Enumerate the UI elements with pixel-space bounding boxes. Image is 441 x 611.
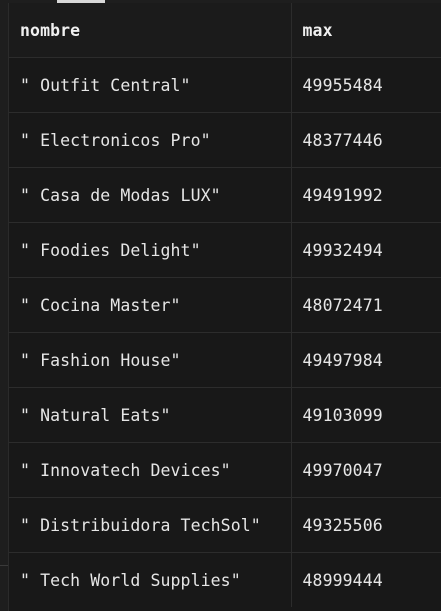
cell-nombre[interactable]: " Innovatech Devices" — [9, 442, 292, 498]
cell-max[interactable]: 49491992 — [291, 167, 441, 223]
cell-nombre[interactable]: " Casa de Modas LUX" — [9, 167, 292, 223]
table-row[interactable]: " Innovatech Devices" 49970047 — [9, 442, 441, 498]
result-table: nombre max " Outfit Central" 49955484 " … — [9, 3, 441, 607]
table-row[interactable]: " Fashion House" 49497984 — [9, 332, 441, 388]
cell-nombre[interactable]: " Outfit Central" — [9, 57, 292, 113]
table-row[interactable]: " Natural Eats" 49103099 — [9, 387, 441, 443]
cell-max[interactable]: 49955484 — [291, 57, 441, 113]
cell-max[interactable]: 49103099 — [291, 387, 441, 443]
cell-nombre[interactable]: " Natural Eats" — [9, 387, 292, 443]
active-tab-indicator — [57, 0, 105, 3]
cell-max[interactable]: 48999444 — [302, 570, 383, 590]
header-row: nombre max — [9, 3, 441, 58]
cell-max[interactable]: 48072471 — [291, 277, 441, 333]
cell-nombre[interactable]: " Tech World Supplies" — [9, 552, 292, 607]
cell-nombre[interactable]: " Foodies Delight" — [9, 222, 292, 278]
cell-max[interactable]: 49932494 — [291, 222, 441, 278]
table-row[interactable]: " Cocina Master" 48072471 — [9, 277, 441, 333]
table-row[interactable]: " Outfit Central" 49955484 — [9, 57, 441, 113]
cell-max[interactable]: 49970047 — [291, 442, 441, 498]
table-row[interactable]: " Foodies Delight" 49932494 — [9, 222, 441, 278]
table-row[interactable]: " Tech World Supplies" 48999444 — [9, 552, 441, 607]
cell-max[interactable]: 49497984 — [291, 332, 441, 388]
left-gutter — [0, 0, 8, 611]
cell-nombre[interactable]: " Distribuidora TechSol" — [9, 497, 292, 553]
table-row[interactable]: " Distribuidora TechSol" 49325506 — [9, 497, 441, 553]
cell-nombre[interactable]: " Electronicos Pro" — [9, 112, 292, 168]
gutter-mark — [0, 565, 8, 566]
cell-max[interactable]: 48377446 — [291, 112, 441, 168]
table-row[interactable]: " Casa de Modas LUX" 49491992 — [9, 167, 441, 223]
cell-max[interactable]: 49325506 — [291, 497, 441, 553]
cell-nombre[interactable]: " Cocina Master" — [9, 277, 292, 333]
column-header-nombre[interactable]: nombre — [9, 3, 292, 58]
result-grid: nombre max " Outfit Central" 49955484 " … — [8, 3, 441, 611]
column-header-max[interactable]: max — [291, 3, 441, 58]
cell-nombre[interactable]: " Fashion House" — [9, 332, 292, 388]
table-row[interactable]: " Electronicos Pro" 48377446 — [9, 112, 441, 168]
